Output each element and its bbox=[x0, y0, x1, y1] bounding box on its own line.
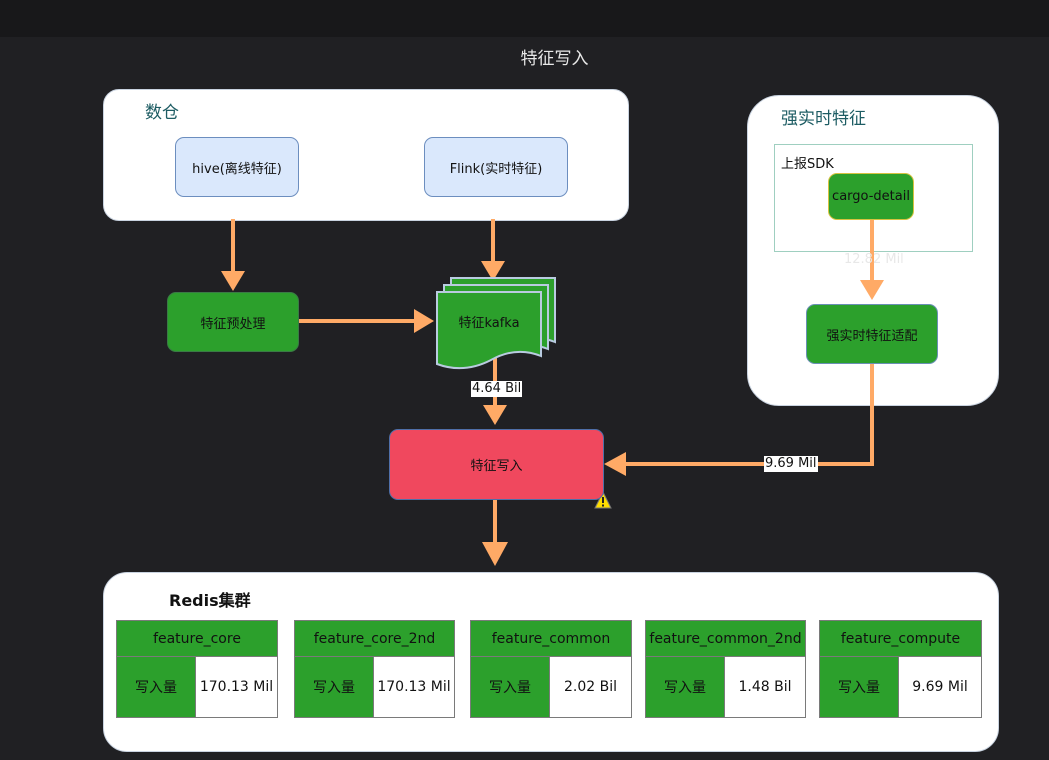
table-name: feature_common_2nd bbox=[646, 621, 805, 657]
redis-title: Redis集群 bbox=[169, 591, 251, 610]
cargo-detail-label: cargo-detail bbox=[832, 189, 910, 204]
preprocess-node[interactable]: 特征预处理 bbox=[167, 292, 299, 352]
write-volume-label: 写入量 bbox=[117, 657, 196, 717]
page-title: 特征写入 bbox=[520, 49, 589, 69]
realtime-adapter-node[interactable]: 强实时特征适配 bbox=[806, 304, 938, 364]
realtime-adapter-label: 强实时特征适配 bbox=[826, 328, 918, 344]
table-name: feature_compute bbox=[820, 621, 981, 657]
write-volume-label: 写入量 bbox=[820, 657, 899, 717]
table-name: feature_common bbox=[471, 621, 631, 657]
sdk-label: 上报SDK bbox=[781, 157, 834, 172]
arrowhead bbox=[860, 280, 884, 300]
flink-node-label: Flink(实时特征) bbox=[449, 161, 543, 177]
cargo-flow-label: 12.82 Mil bbox=[844, 252, 904, 267]
warehouse-panel[interactable]: 数仓 hive(离线特征) Flink(实时特征) bbox=[103, 89, 629, 221]
arrowhead bbox=[604, 452, 626, 476]
arrowhead bbox=[221, 271, 245, 291]
warehouse-title: 数仓 bbox=[145, 103, 179, 123]
write-volume-label: 写入量 bbox=[471, 657, 550, 717]
write-volume-label: 写入量 bbox=[646, 657, 725, 717]
write-volume-value: 170.13 Mil bbox=[374, 657, 454, 717]
arrowhead bbox=[483, 405, 507, 425]
warning-icon bbox=[594, 490, 612, 509]
kafka-node-label: 特征kafka bbox=[458, 315, 520, 331]
write-volume-value: 9.69 Mil bbox=[899, 657, 981, 717]
hive-node[interactable]: hive(离线特征) bbox=[175, 137, 299, 197]
feature-writer-node[interactable]: 特征写入 bbox=[389, 429, 604, 500]
kafka-stack-shape bbox=[436, 277, 556, 370]
kafka-node[interactable]: 特征kafka bbox=[437, 292, 541, 350]
write-volume-value: 170.13 Mil bbox=[196, 657, 277, 717]
arrow-adapter-to-writer bbox=[624, 364, 874, 466]
feature-writer-label: 特征写入 bbox=[470, 459, 523, 474]
kafka-flow-label: 4.64 Bil bbox=[471, 381, 523, 397]
write-volume-label: 写入量 bbox=[295, 657, 374, 717]
flink-node[interactable]: Flink(实时特征) bbox=[424, 137, 568, 197]
realtime-title: 强实时特征 bbox=[781, 109, 866, 129]
table-name: feature_core bbox=[117, 621, 277, 657]
cargo-detail-node[interactable]: cargo-detail bbox=[828, 173, 914, 220]
arrowhead bbox=[481, 261, 505, 281]
write-volume-value: 2.02 Bil bbox=[550, 657, 631, 717]
preprocess-node-label: 特征预处理 bbox=[200, 316, 266, 332]
arrowhead bbox=[414, 309, 434, 333]
hive-node-label: hive(离线特征) bbox=[192, 161, 282, 177]
write-volume-value: 1.48 Bil bbox=[725, 657, 805, 717]
top-bar bbox=[0, 0, 1049, 37]
arrowhead bbox=[482, 542, 508, 566]
table-name: feature_core_2nd bbox=[295, 621, 454, 657]
adapter-flow-label: 9.69 Mil bbox=[764, 456, 818, 472]
